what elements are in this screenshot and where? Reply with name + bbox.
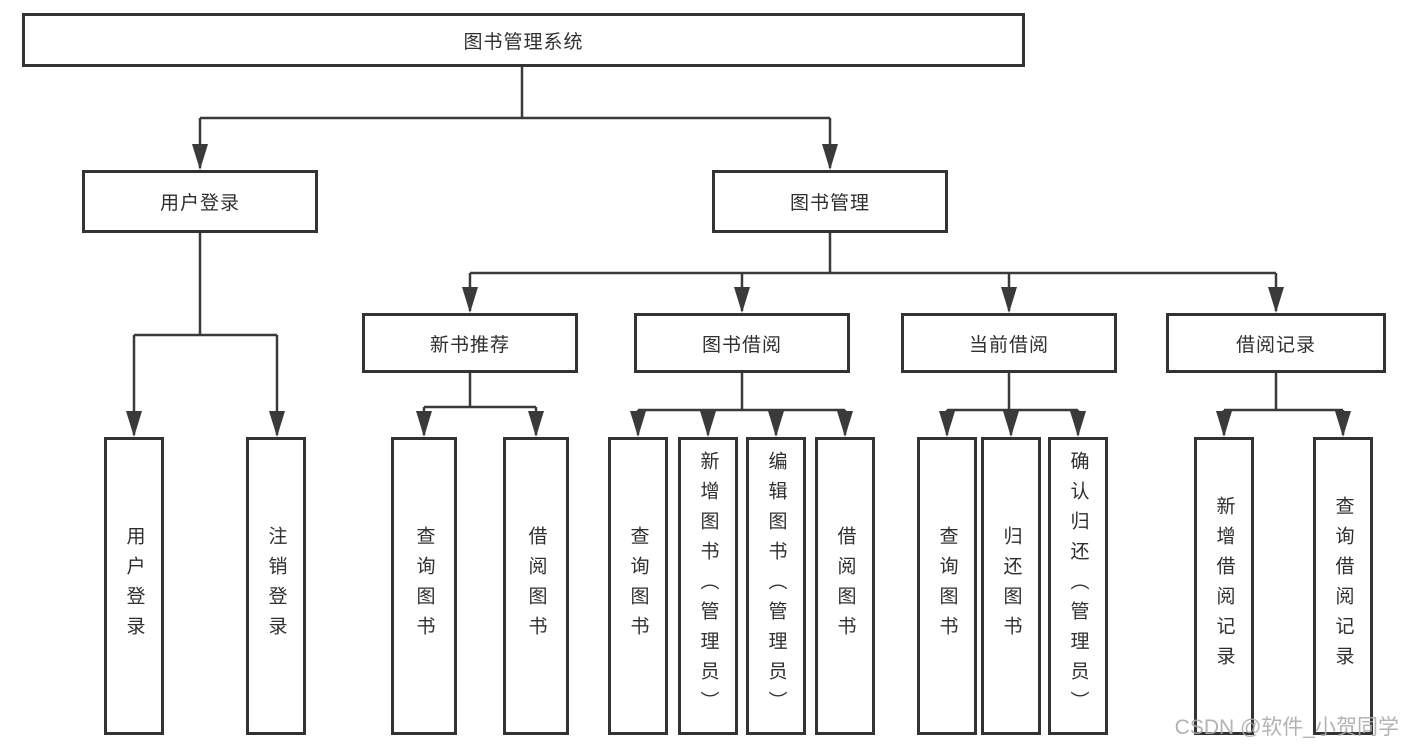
- leaf-label: 借阅图书: [525, 526, 547, 646]
- leaf-confirm-return-admin: 确认归还（管理员）: [1048, 437, 1108, 735]
- node-current-borrow: 当前借阅: [901, 313, 1117, 373]
- node-user-login: 用户登录: [82, 170, 318, 233]
- leaf-label: 归还图书: [1000, 526, 1022, 646]
- leaf-label: 借阅图书: [834, 526, 856, 646]
- node-borrow-record: 借阅记录: [1166, 313, 1386, 373]
- leaf-borrow-books: 借阅图书: [815, 437, 875, 735]
- node-label: 图书借阅: [701, 334, 782, 356]
- leaf-logout: 注销登录: [246, 437, 306, 735]
- leaf-label: 用户登录: [123, 526, 145, 646]
- leaf-label: 确认归还（管理员）: [1067, 451, 1089, 721]
- leaf-label: 查询借阅记录: [1332, 496, 1354, 676]
- leaf-add-books-admin: 新增图书（管理员）: [678, 437, 738, 735]
- node-book-borrow: 图书借阅: [634, 313, 850, 373]
- leaf-query-borrow-record: 查询借阅记录: [1313, 437, 1373, 735]
- node-book-management: 图书管理: [712, 170, 948, 233]
- node-label: 当前借阅: [968, 334, 1049, 356]
- node-root-system: 图书管理系统: [22, 13, 1025, 67]
- leaf-query-books: 查询图书: [391, 437, 457, 735]
- leaf-label: 查询图书: [627, 526, 649, 646]
- leaf-label: 注销登录: [265, 526, 287, 646]
- leaf-borrow-books: 借阅图书: [503, 437, 569, 735]
- node-new-book-recommend: 新书推荐: [362, 313, 578, 373]
- leaf-edit-books-admin: 编辑图书（管理员）: [746, 437, 806, 735]
- leaf-query-books: 查询图书: [917, 437, 977, 735]
- arrowheads: [126, 144, 1351, 437]
- node-label: 图书管理: [789, 193, 870, 214]
- csdn-watermark: CSDN @软件_小贺同学: [1174, 716, 1399, 739]
- leaf-query-books: 查询图书: [608, 437, 668, 735]
- leaf-label: 编辑图书（管理员）: [765, 451, 787, 721]
- leaf-label: 查询图书: [413, 526, 435, 646]
- node-label: 借阅记录: [1235, 334, 1316, 356]
- node-label: 图书管理系统: [463, 31, 584, 53]
- leaf-label: 查询图书: [936, 526, 958, 646]
- leaf-label: 新增图书（管理员）: [697, 451, 719, 721]
- node-label: 用户登录: [159, 193, 240, 214]
- leaf-add-borrow-record: 新增借阅记录: [1194, 437, 1254, 735]
- node-label: 新书推荐: [429, 334, 510, 356]
- leaf-return-books: 归还图书: [981, 437, 1041, 735]
- leaf-label: 新增借阅记录: [1213, 496, 1235, 676]
- leaf-user-login: 用户登录: [104, 437, 164, 735]
